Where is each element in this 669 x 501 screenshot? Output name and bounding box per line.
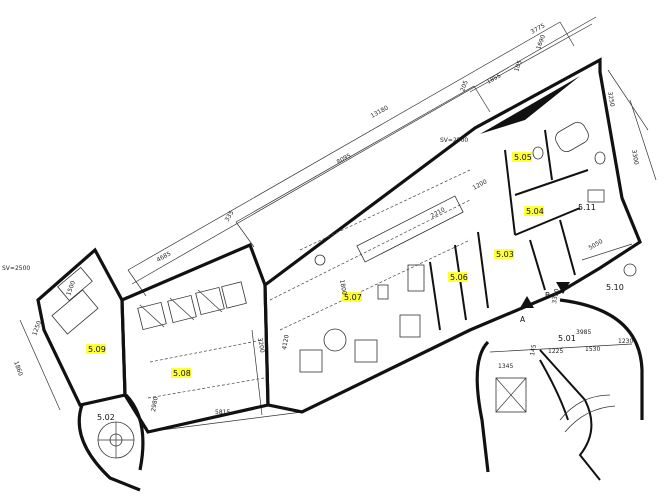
dim-1230: 1230 bbox=[618, 338, 633, 345]
exterior-walls bbox=[36, 57, 644, 492]
dim-1860: 1860 bbox=[12, 360, 24, 377]
room-503-highlight bbox=[494, 249, 514, 259]
section-marker-b-label: B bbox=[545, 291, 550, 300]
room-510-label: 5.10 bbox=[606, 283, 624, 292]
dim-3200: 3200 bbox=[256, 337, 266, 353]
dim-4685: 4685 bbox=[156, 250, 173, 264]
dim-3320: 3320 bbox=[551, 288, 561, 304]
room-501-label: 5.01 bbox=[558, 334, 576, 343]
dim-145: 145 bbox=[529, 344, 538, 357]
room-507-highlight bbox=[342, 292, 362, 302]
dim-4120: 4120 bbox=[281, 334, 291, 350]
dim-105: 105 bbox=[513, 59, 524, 72]
room-509-label: 5.09 bbox=[88, 345, 106, 354]
dim-1690: 1690 bbox=[535, 34, 547, 51]
dim-overall: 13180 bbox=[370, 104, 390, 119]
dim-3775: 3775 bbox=[530, 22, 547, 36]
room-506-highlight bbox=[448, 272, 468, 282]
room-504-highlight bbox=[524, 206, 544, 216]
dim-1800: 1800 bbox=[338, 279, 348, 295]
dim-2980: 2980 bbox=[150, 396, 160, 412]
dim-5815: 5815 bbox=[215, 409, 230, 416]
section-marker-b-icon bbox=[556, 282, 570, 294]
dim-205: 205 bbox=[459, 79, 470, 92]
dim-1250: 1250 bbox=[31, 320, 43, 337]
dim-2210: 2210 bbox=[430, 206, 447, 220]
room-506-label: 5.06 bbox=[450, 273, 468, 282]
dim-1200: 1200 bbox=[472, 178, 489, 192]
room-labels: 5.09 5.08 5.07 5.06 5.05 5.04 5.03 5.11 … bbox=[2, 137, 624, 422]
room-504-label: 5.04 bbox=[526, 207, 544, 216]
sv-mid-label: SV=2500 bbox=[440, 137, 468, 144]
dim-1530: 1530 bbox=[585, 346, 600, 353]
dimension-lines bbox=[19, 16, 657, 433]
dim-3250: 3250 bbox=[606, 91, 616, 107]
dimension-text: 13180 8095 4685 335 3775 1855 1690 205 1… bbox=[12, 22, 639, 416]
dim-1855: 1855 bbox=[486, 72, 503, 86]
interior-partitions bbox=[147, 129, 589, 399]
dim-1500: 1500 bbox=[65, 280, 77, 297]
dim-3985: 3985 bbox=[576, 329, 591, 336]
room-505-highlight bbox=[512, 152, 532, 162]
section-marker-a-label: A bbox=[520, 315, 526, 324]
dim-1225: 1225 bbox=[548, 348, 563, 355]
dim-8095: 8095 bbox=[336, 152, 353, 166]
room-507-label: 5.07 bbox=[344, 293, 362, 302]
dim-335: 335 bbox=[224, 209, 236, 223]
dim-5050: 5050 bbox=[588, 238, 605, 252]
dim-3300: 3300 bbox=[630, 149, 640, 165]
room-503-label: 5.03 bbox=[496, 250, 514, 259]
fixtures bbox=[51, 122, 637, 459]
room-502-label: 5.02 bbox=[97, 413, 115, 422]
room-508-label: 5.08 bbox=[173, 369, 191, 378]
room-509-highlight bbox=[86, 344, 106, 354]
sv-left-label: SV=2500 bbox=[2, 265, 30, 272]
section-marker-a-icon bbox=[520, 296, 534, 308]
room-508-highlight bbox=[171, 368, 191, 378]
room-505-label: 5.05 bbox=[514, 153, 532, 162]
dim-1345: 1345 bbox=[498, 363, 513, 370]
room-511-label: 5.11 bbox=[578, 203, 596, 212]
